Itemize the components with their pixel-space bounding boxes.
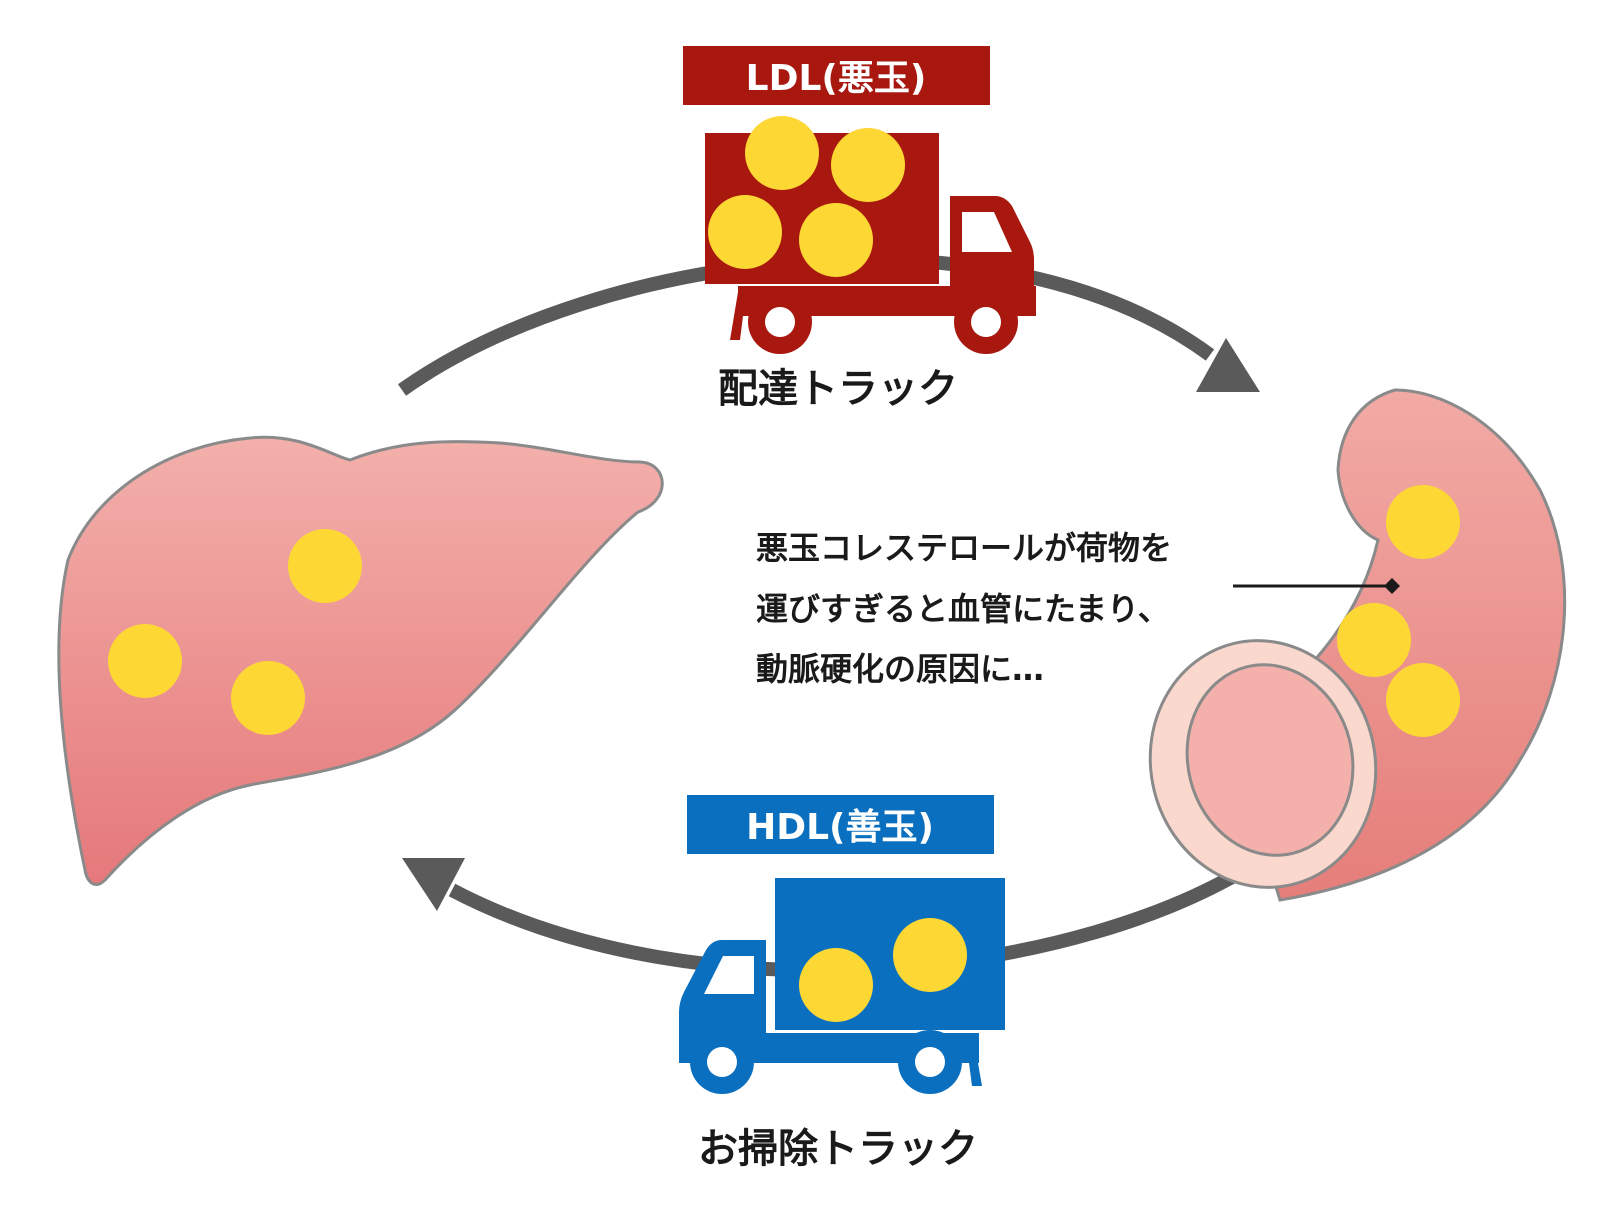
ldl-cargo-particle	[799, 203, 873, 277]
liver-cholesterol-particle	[108, 624, 182, 698]
vessel-cholesterol-particle	[1337, 603, 1411, 677]
hdl-group: HDL(善玉) お掃除トラック	[679, 795, 1005, 1172]
hdl-badge-label: HDL(善玉)	[746, 807, 934, 848]
hdl-truck-rear-fender	[966, 1040, 982, 1086]
ldl-badge-label: LDL(悪玉)	[746, 58, 927, 99]
liver-shape	[57, 435, 664, 886]
ldl-truck-front-hub	[971, 307, 1001, 337]
blood-vessel-icon	[1148, 388, 1567, 902]
hdl-cargo-particle	[893, 918, 967, 992]
liver-cholesterol-particle	[288, 529, 362, 603]
hdl-badge	[687, 795, 994, 854]
annotation: 悪玉コレステロールが荷物を 運びすぎると血管にたまり、 動脈硬化の原因に…	[756, 529, 1400, 688]
ldl-cargo-particle	[831, 128, 905, 202]
annotation-line-3: 動脈硬化の原因に…	[756, 650, 1044, 688]
top-arrowhead-icon	[1196, 338, 1260, 392]
ldl-truck-rear-hub	[765, 307, 795, 337]
ldl-cargo-particle	[708, 195, 782, 269]
vessel-cholesterol-particle	[1386, 663, 1460, 737]
hdl-truck-front-hub	[707, 1047, 737, 1077]
ldl-group: LDL(悪玉) 配達トラック	[683, 46, 1036, 412]
ldl-badge	[683, 46, 990, 105]
hdl-cargo-particle	[799, 948, 873, 1022]
delivery-truck-icon	[705, 116, 1036, 354]
vessel-lumen	[1185, 663, 1355, 857]
hdl-truck-caption: お掃除トラック	[698, 1126, 978, 1172]
hdl-truck-rear-hub	[915, 1047, 945, 1077]
annotation-line-1: 悪玉コレステロールが荷物を	[756, 529, 1172, 567]
ldl-cargo-particle	[745, 116, 819, 190]
ldl-truck-caption: 配達トラック	[718, 366, 958, 412]
annotation-leader-point-icon	[1384, 578, 1400, 594]
hdl-truck-window	[704, 956, 754, 994]
vessel-cholesterol-particle	[1386, 485, 1460, 559]
cleaning-truck-icon	[679, 878, 1005, 1094]
liver-cholesterol-particle	[231, 661, 305, 735]
ldl-truck-window	[962, 212, 1012, 252]
bottom-arrowhead-icon	[402, 858, 465, 911]
annotation-line-2: 運びすぎると血管にたまり、	[756, 590, 1170, 628]
ldl-truck-rear-fender	[730, 292, 746, 340]
liver-icon	[57, 435, 664, 886]
